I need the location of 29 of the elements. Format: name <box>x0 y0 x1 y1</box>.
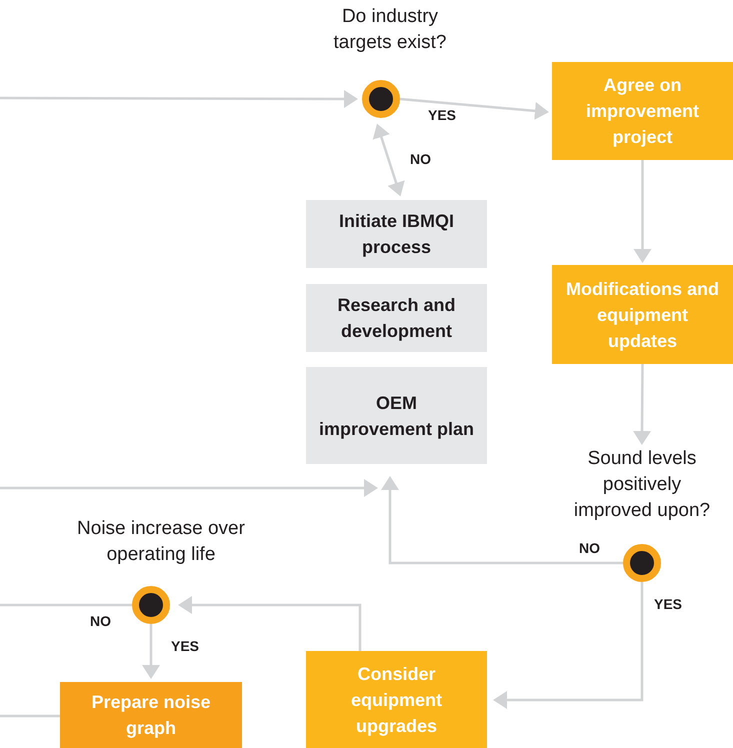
edge-label: NO <box>89 613 112 629</box>
arrow <box>634 160 652 263</box>
process-box: Initiate IBMQI process <box>306 200 487 268</box>
edge-label: YES <box>653 596 684 612</box>
process-box: Consider equipment upgrades <box>306 651 487 748</box>
process-box: OEM improvement plan <box>306 367 487 464</box>
edge-label: YES <box>427 107 458 123</box>
edge-label: YES <box>170 638 200 654</box>
arrow <box>493 582 644 709</box>
edge-label: NO <box>578 540 601 556</box>
decision-circle <box>623 544 661 582</box>
process-box: Research and development <box>306 284 487 352</box>
arrow <box>372 124 405 196</box>
arrow <box>0 479 378 497</box>
process-box: Agree on improvement project <box>552 62 733 160</box>
decision-circle <box>132 586 170 624</box>
arrow <box>633 364 651 445</box>
arrow <box>178 596 362 651</box>
question-text: Sound levels positively improved upon? <box>572 447 712 523</box>
arrow <box>0 90 358 108</box>
arrow <box>142 624 160 679</box>
decision-circle <box>362 80 400 118</box>
process-box: Modifications and equipment updates <box>552 265 733 364</box>
arrow <box>381 476 623 564</box>
question-text: Do industry targets exist? <box>332 5 448 55</box>
arrow <box>400 98 549 120</box>
process-box: Prepare noise graph <box>60 682 242 748</box>
edge-label: NO <box>409 151 432 167</box>
question-text: Noise increase over operating life <box>76 517 246 567</box>
